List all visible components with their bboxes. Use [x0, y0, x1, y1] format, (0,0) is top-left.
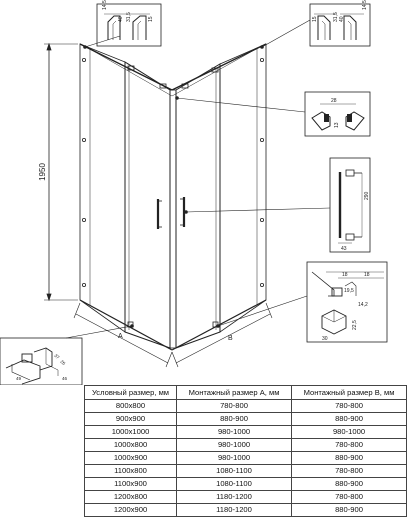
header-mount-size-a: Монтажный размер A, мм — [176, 385, 292, 400]
dim-label: 40 — [118, 16, 124, 22]
cell-nominal-size: 1100x900 — [84, 477, 177, 491]
height-dimension: 1950 — [38, 42, 78, 302]
dim-label: 28 — [331, 98, 337, 104]
cell-nominal-size: 1000x900 — [84, 451, 177, 465]
dim-label: 13 — [334, 122, 340, 128]
base-seal-detail: 37 26 49 46 — [0, 337, 83, 385]
cell-mount-size-b: 780-800 — [291, 464, 407, 478]
dim-label: 30 — [322, 336, 328, 342]
size-table-container: Условный размер, мм Монтажный размер A, … — [84, 385, 407, 517]
dim-label: 22,5 — [352, 320, 358, 330]
cell-nominal-size: 1100x800 — [84, 464, 177, 478]
cell-mount-size-a: 1180-1200 — [176, 490, 292, 504]
cell-mount-size-b: 980-1000 — [291, 425, 407, 439]
door-handle-right — [180, 197, 186, 227]
top-right-profile-detail: 15 31,5 40 14,5 — [309, 0, 371, 47]
technical-drawing: 1950 — [0, 0, 388, 385]
cell-mount-size-b: 780-800 — [291, 490, 407, 504]
dim-label: 31,5 — [126, 12, 132, 22]
cell-nominal-size: 800x800 — [84, 399, 177, 413]
door-handle-left — [156, 199, 162, 229]
floor-dimensions: A B — [73, 302, 273, 368]
cell-mount-size-a: 780-800 — [176, 399, 292, 413]
dim-label: 14,5 — [102, 0, 108, 10]
cell-mount-size-a: 980-1000 — [176, 451, 292, 465]
cell-nominal-size: 1000x800 — [84, 438, 177, 452]
cell-mount-size-a: 980-1000 — [176, 438, 292, 452]
bottom-guide-detail: 18 18 19,5 14,2 22,5 30 — [306, 261, 388, 343]
height-label: 1950 — [38, 163, 47, 181]
dim-label: 49 — [16, 376, 22, 381]
right-fixed-panel — [219, 43, 267, 333]
size-table: Условный размер, мм Монтажный размер A, … — [84, 385, 407, 517]
dim-label: 37 — [53, 353, 60, 360]
cell-mount-size-a: 1080-1100 — [176, 477, 292, 491]
dim-label: 43 — [341, 246, 347, 252]
cell-mount-size-b: 880-900 — [291, 451, 407, 465]
cell-nominal-size: 900x900 — [84, 412, 177, 426]
dim-label: 40 — [339, 16, 345, 22]
dim-label: 31,5 — [333, 12, 339, 22]
dim-label: 26 — [59, 359, 66, 366]
leader-lines — [65, 19, 331, 339]
header-nominal-size: Условный размер, мм — [84, 385, 177, 400]
cell-mount-size-b: 880-900 — [291, 412, 407, 426]
dim-label: 14,2 — [358, 302, 368, 308]
left-sliding-door — [124, 61, 171, 349]
right-sliding-door — [175, 63, 221, 349]
top-left-profile-detail: 14,5 40 31,5 15 — [96, 0, 162, 47]
dim-label: 46 — [62, 376, 68, 381]
cell-mount-size-a: 880-900 — [176, 412, 292, 426]
cell-mount-size-a: 980-1000 — [176, 425, 292, 439]
dim-label: 18 — [364, 272, 370, 278]
dim-label: 15 — [312, 16, 318, 22]
left-fixed-panel — [79, 43, 126, 333]
cell-mount-size-a: 1080-1100 — [176, 464, 292, 478]
cell-mount-size-b: 780-800 — [291, 438, 407, 452]
dim-label: 290 — [364, 191, 370, 200]
header-mount-size-b: Монтажный размер B, мм — [291, 385, 407, 400]
dim-label: 19,5 — [344, 288, 354, 294]
side-a-label: A — [118, 333, 123, 340]
dim-label: 15 — [148, 16, 154, 22]
cell-mount-size-b: 880-900 — [291, 477, 407, 491]
cell-nominal-size: 1200x800 — [84, 490, 177, 504]
dim-label: 14,5 — [362, 0, 368, 10]
cell-nominal-size: 1000x1000 — [84, 425, 177, 439]
handle-detail: 290 43 — [329, 157, 371, 253]
side-b-label: B — [228, 335, 233, 342]
shower-enclosure — [79, 43, 267, 351]
dim-label: 18 — [342, 272, 348, 278]
cell-mount-size-b: 780-800 — [291, 399, 407, 413]
magnet-seal-detail: 28 13 — [304, 91, 371, 137]
table-header-row: Условный размер, мм Монтажный размер A, … — [84, 385, 407, 400]
